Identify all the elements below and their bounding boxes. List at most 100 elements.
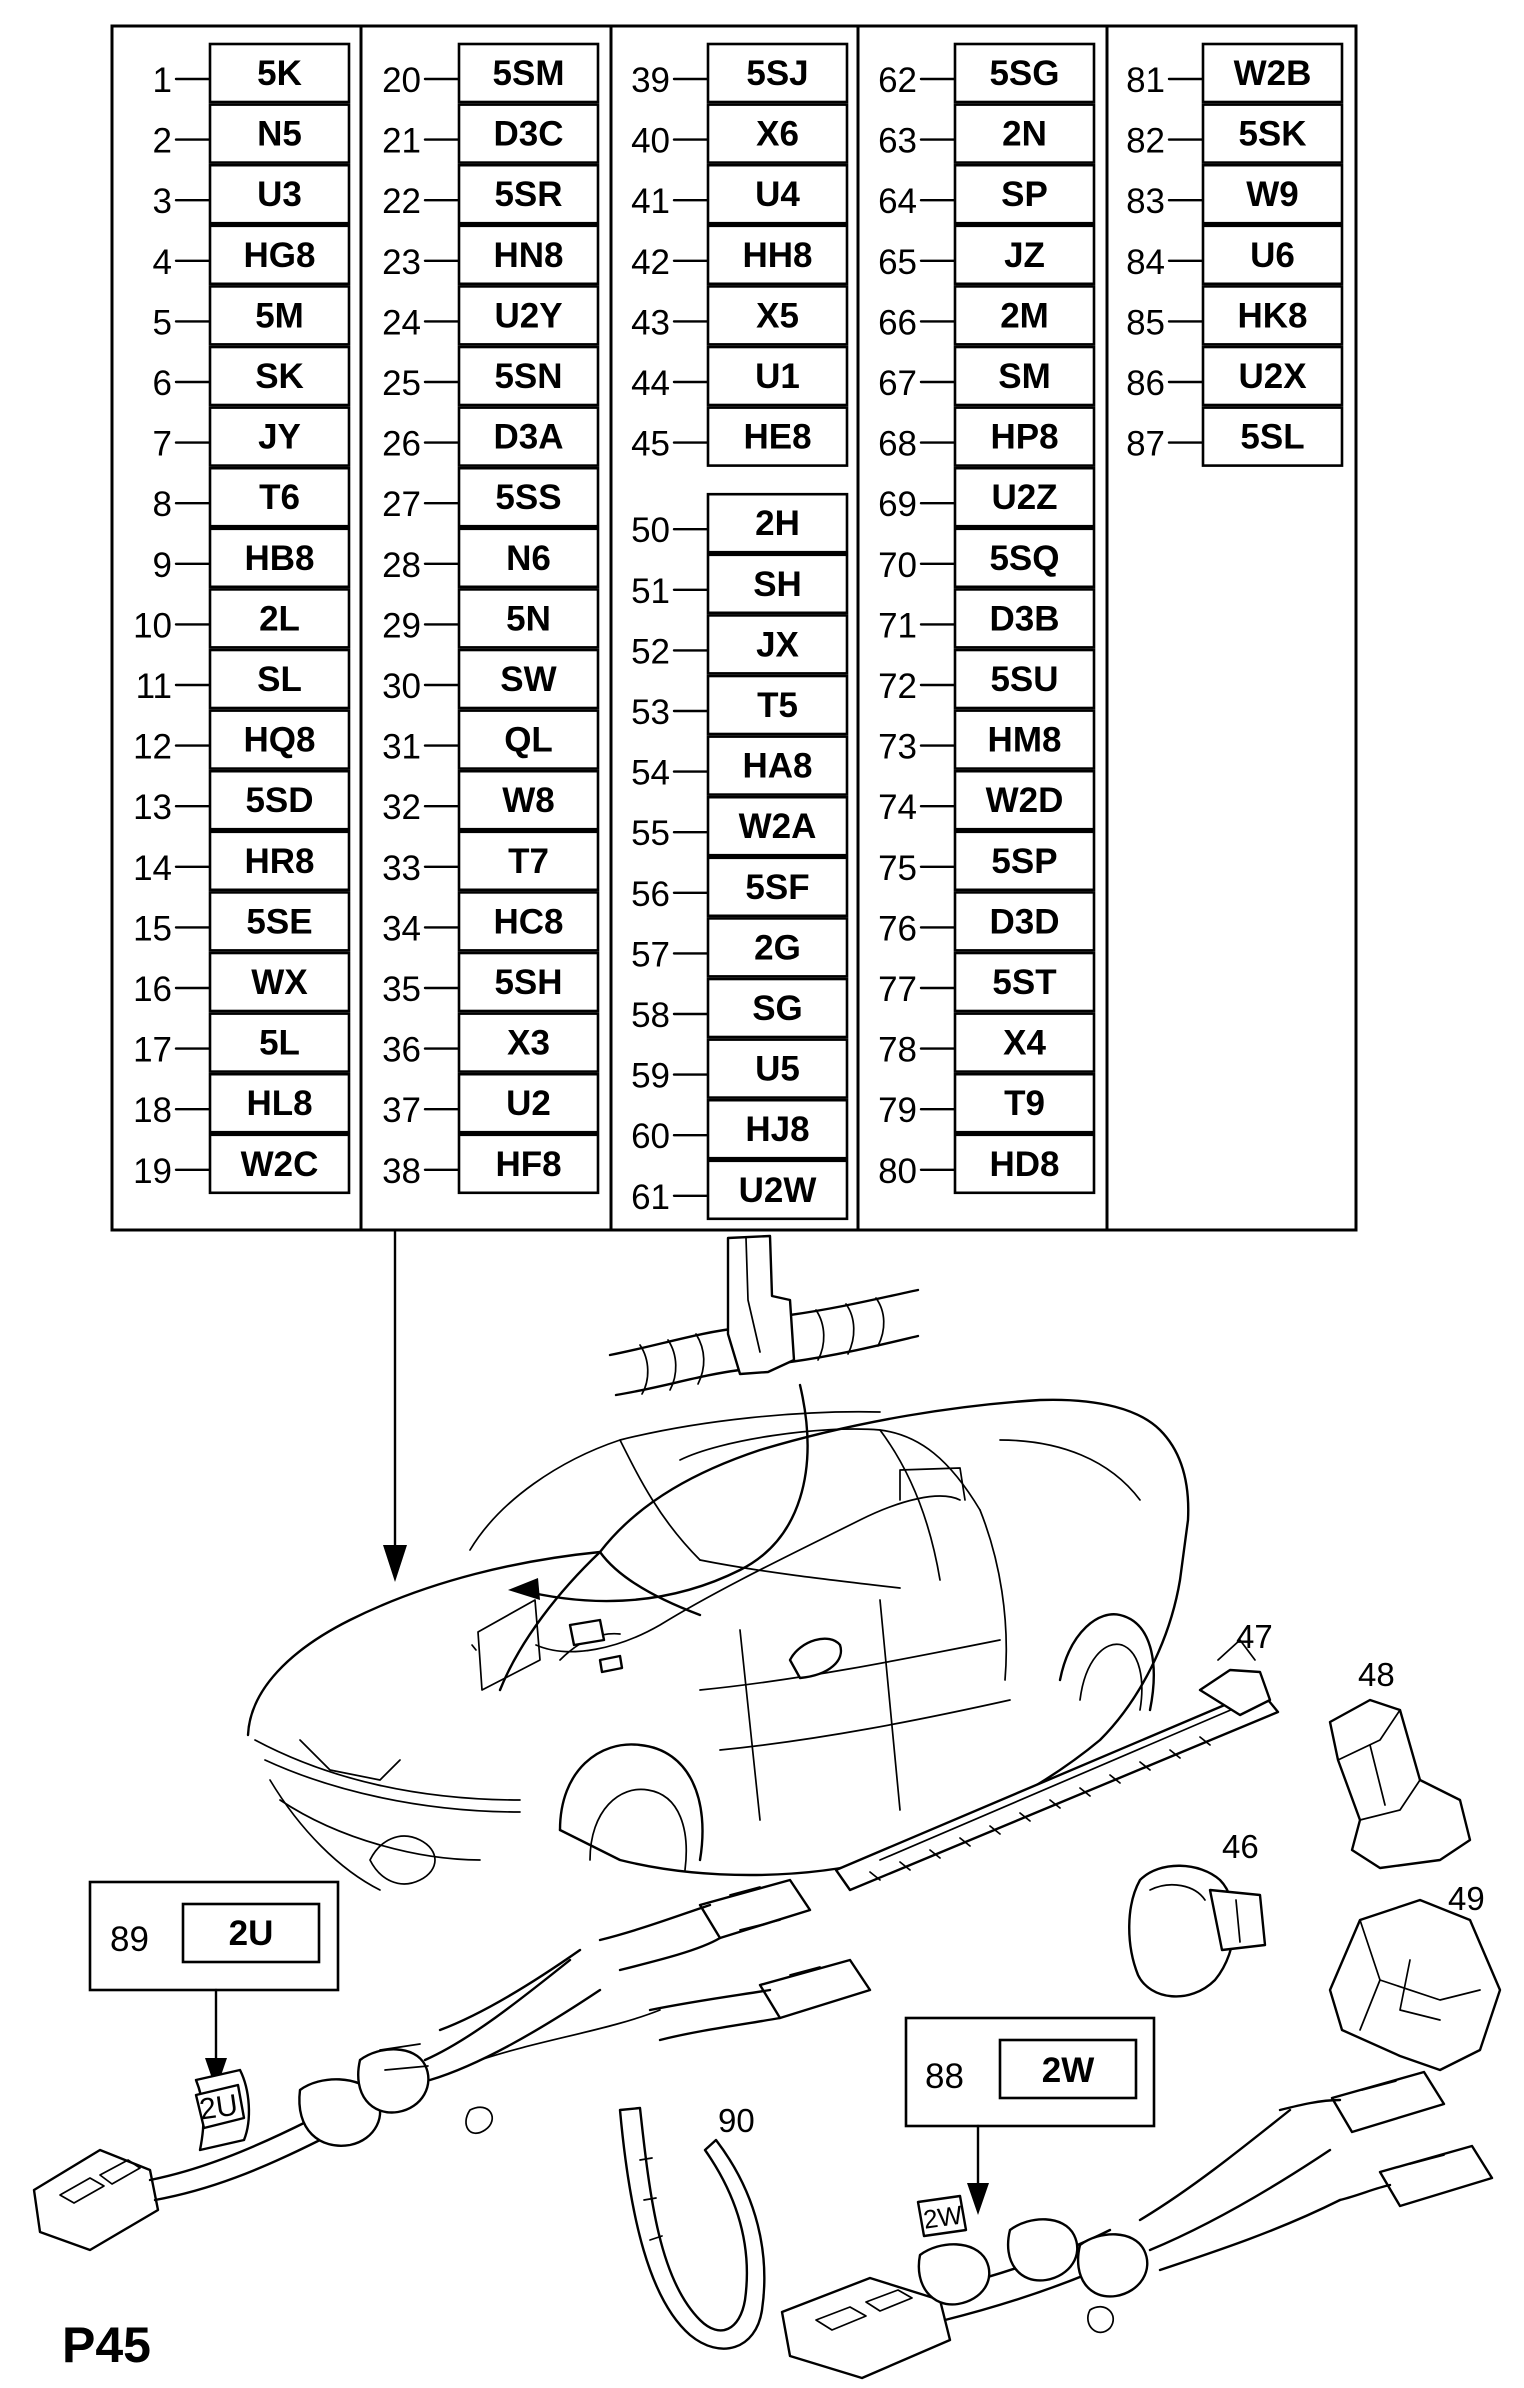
item-code: SH — [753, 565, 802, 604]
code-box — [457, 103, 600, 164]
code-box — [706, 285, 849, 346]
code-box — [953, 648, 1096, 710]
code-box — [706, 977, 849, 1039]
code-box — [457, 527, 600, 589]
item-code: 5SD — [245, 781, 313, 820]
code-box — [208, 466, 351, 528]
item-number: 82 — [1126, 122, 1165, 161]
item-number: 7 — [153, 425, 172, 464]
code-box — [706, 1038, 849, 1099]
item-number: 14 — [133, 849, 172, 888]
item-number: 27 — [382, 485, 421, 524]
item-code: HN8 — [493, 236, 563, 275]
item-code: 5SS — [495, 478, 561, 517]
item-code: HF8 — [495, 1145, 561, 1184]
item-code: X5 — [756, 296, 799, 335]
code-box — [706, 795, 849, 857]
item-number: 19 — [133, 1152, 172, 1191]
item-number: 56 — [631, 875, 670, 914]
item-code: SW — [500, 660, 556, 699]
item-code: U2X — [1238, 357, 1307, 396]
item-code: N5 — [257, 115, 302, 154]
code-box — [208, 42, 351, 104]
item-number: 26 — [382, 425, 421, 464]
item-number: 63 — [878, 122, 917, 161]
item-number: 11 — [136, 667, 172, 706]
code-box — [208, 103, 351, 164]
sheet-label: P45 — [62, 2317, 151, 2373]
item-number: 38 — [382, 1152, 421, 1191]
item-code: SK — [255, 357, 304, 396]
code-box — [208, 648, 351, 710]
code-box — [457, 345, 600, 407]
code-box — [953, 1072, 1096, 1134]
item-number: 21 — [382, 122, 421, 161]
item-code: 5SG — [989, 54, 1059, 93]
clip-49 — [1328, 1898, 1502, 2072]
item-number: 18 — [133, 1091, 172, 1130]
code-box — [953, 1012, 1096, 1073]
code-box — [208, 709, 351, 770]
code-box — [457, 588, 600, 649]
item-code: 5SK — [1238, 115, 1306, 154]
tag-2u: 2U — [197, 2089, 240, 2127]
item-code: X6 — [756, 115, 799, 154]
code-box — [208, 224, 351, 286]
code-row: 27 5SS — [382, 466, 600, 528]
item-code: 5SL — [1240, 418, 1304, 457]
item-code: 2G — [754, 928, 801, 967]
item-code: 5SM — [493, 54, 565, 93]
item-code: 5SE — [246, 902, 312, 941]
callout-48: 48 — [1358, 1656, 1395, 1693]
item-number: 62 — [878, 61, 917, 100]
code-box — [706, 674, 849, 736]
item-code: N6 — [506, 539, 551, 578]
code-box — [457, 769, 600, 831]
code-box — [208, 891, 351, 952]
item-number: 24 — [382, 303, 421, 342]
item-code: HL8 — [246, 1084, 312, 1123]
item-number: 52 — [631, 632, 670, 671]
item-code: SL — [257, 660, 302, 699]
item-code: HP8 — [990, 418, 1058, 457]
item-code: 2M — [1000, 296, 1049, 335]
code-box — [953, 830, 1096, 892]
code-box — [457, 406, 600, 467]
label-box-88 — [904, 2016, 1156, 2215]
item-code: HG8 — [244, 236, 316, 275]
item-code: 5SP — [991, 842, 1057, 881]
label-box-89 — [88, 1880, 340, 2090]
code-box — [953, 588, 1096, 649]
item-code: HC8 — [493, 902, 563, 941]
item-number: 29 — [382, 606, 421, 645]
item-number: 77 — [878, 970, 917, 1009]
item-number: 51 — [631, 572, 670, 611]
code-row: 11 SL — [136, 648, 351, 710]
code-box — [208, 406, 351, 467]
code-box — [457, 42, 600, 104]
item-code: U5 — [755, 1050, 800, 1089]
